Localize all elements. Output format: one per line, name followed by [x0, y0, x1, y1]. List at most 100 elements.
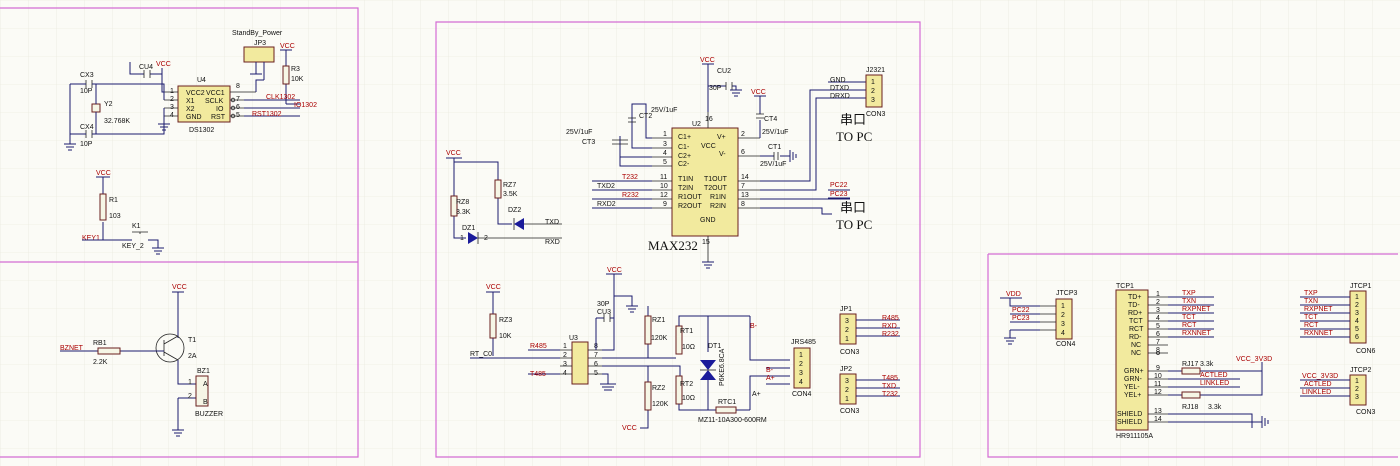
u2-num-14: 14 — [741, 174, 749, 181]
key1-net: KEY1 — [82, 235, 100, 242]
gnd-symbol-shield — [1252, 416, 1269, 428]
gnd-symbol-key — [152, 247, 164, 255]
jp1-pin3: 3 — [845, 318, 849, 325]
u4-pin-vcc2: VCC2 — [186, 90, 205, 97]
jtcp1-pin3: 3 — [1355, 310, 1359, 317]
rz7-resistor — [494, 179, 502, 199]
ct3-wires — [619, 136, 652, 167]
jp1-net-r232: R232 — [882, 331, 899, 338]
standby-power-label: StandBy_Power — [232, 30, 283, 37]
r485-net-u3: R485 — [530, 343, 547, 350]
u4-pin-sclk: SCLK — [205, 98, 224, 105]
vcc-label-u2: VCC — [700, 57, 715, 64]
u2-pin15: 15 — [702, 239, 710, 246]
bz1-value: BUZZER — [195, 411, 223, 418]
gnd-symbol-crystal — [64, 143, 76, 151]
jtcp2-pin1: 1 — [1355, 378, 1359, 385]
rj18-resistor — [1181, 391, 1201, 399]
tcp1-num-2: 2 — [1156, 299, 1160, 306]
u2-pin-t2out: T2OUT — [704, 185, 728, 192]
jp2-connector — [839, 373, 857, 405]
vcc-label-t1: VCC — [172, 284, 187, 291]
jtcp1-pin6: 6 — [1355, 334, 1359, 341]
ct4-capacitor — [756, 113, 764, 119]
tcp1-net-txp: TXP — [1182, 290, 1196, 297]
u4-ds1302-chip — [177, 85, 231, 123]
jtcp1-pin5: 5 — [1355, 326, 1359, 333]
u4-pin6-dot — [230, 105, 236, 111]
jp1-part: CON3 — [840, 349, 860, 356]
clk1302-net: CLK1302 — [266, 94, 295, 101]
u4-pin-io: IO — [216, 106, 224, 113]
jrs485-wires — [749, 330, 790, 396]
section-frame-ethernet — [987, 253, 1398, 458]
jtcp1-net-txp: TXP — [1304, 290, 1318, 297]
rt-tvs-wires — [678, 315, 751, 411]
jtcp2-part: CON3 — [1356, 409, 1376, 416]
jtcp3-pins — [1040, 305, 1056, 331]
jtcp2-pin3: 3 — [1355, 394, 1359, 401]
j2321-pin3: 3 — [871, 97, 875, 104]
tcp1-pin-nc1: NC — [1131, 342, 1141, 349]
vcc-label-rz2: VCC — [622, 425, 637, 432]
r3-designator: R3 — [291, 66, 300, 73]
u2-pin-t1out: T1OUT — [704, 176, 728, 183]
rz7-value: 3.5K — [503, 191, 518, 198]
u2-pin-t2in: T2IN — [678, 185, 693, 192]
ct3-capacitor — [612, 139, 628, 145]
dz1-led-icon — [468, 232, 478, 244]
r232-net-u2: R232 — [622, 192, 639, 199]
u4-pin-num-1: 1 — [170, 88, 174, 95]
tcp1-num-4: 4 — [1156, 315, 1160, 322]
rtc1-part: MZ11-10A300-600RM — [698, 417, 767, 424]
cu2-value: 30P — [709, 85, 722, 92]
jtcp1-wires — [1300, 296, 1350, 338]
t1-value: 2A — [188, 353, 197, 360]
tcp1-num-8: 8 — [1156, 347, 1160, 354]
tcp1-designator: TCP1 — [1116, 283, 1134, 290]
u4-pin7-dot — [230, 97, 236, 103]
jrs485-pin4: 4 — [799, 379, 803, 386]
jtcp1-net-rxnnet: RXNNET — [1304, 330, 1334, 337]
linkled-net: LINKLED — [1200, 380, 1229, 387]
bznet-net: BZNET — [60, 345, 84, 352]
u2-num-9: 9 — [663, 201, 667, 208]
tcp1-num-13: 13 — [1154, 408, 1162, 415]
jrs485-connector — [793, 347, 811, 389]
tcp1-pin-tct: TCT — [1129, 318, 1143, 325]
tcp1-net-rxnnet: RXNNET — [1182, 330, 1212, 337]
jp1-designator: JP1 — [840, 306, 852, 313]
u4-pin-num-2: 2 — [170, 96, 174, 103]
u2-pin-r1in: R1IN — [710, 194, 726, 201]
jp1-net-r485: R485 — [882, 315, 899, 322]
rj18-designator: RJ18 — [1182, 404, 1198, 411]
jp3-designator: JP3 — [254, 40, 266, 47]
u3-designator: U3 — [569, 335, 578, 342]
u4-pin-num-8: 8 — [236, 83, 240, 90]
jp2-pin3: 3 — [845, 378, 849, 385]
y2-crystal — [91, 103, 101, 113]
led-rxd-net: RXD — [545, 239, 560, 246]
pc-net-wires — [828, 189, 850, 199]
u4-pin-x2: X2 — [186, 106, 195, 113]
jtcp2-net-linkled: LINKLED — [1302, 389, 1331, 396]
u2-vcc-pin: VCC — [701, 143, 716, 150]
u2-pin-c2p: C2+ — [678, 153, 691, 160]
tcp1-net-wires — [1168, 296, 1214, 338]
tcp1-pin-rct: RCT — [1129, 326, 1144, 333]
bz1-buzzer — [195, 375, 209, 407]
jp2-part: CON3 — [840, 408, 860, 415]
rt1-value: 10Ω — [682, 344, 695, 351]
section-serial: U2 C1+ C1- C2+ C2- T1IN T2IN R1OUT R2OUT… — [435, 21, 921, 458]
u2-num-7: 7 — [741, 183, 745, 190]
r1-resistor — [99, 193, 107, 221]
u4-pin-num-4: 4 — [170, 112, 174, 119]
rz3-resistor — [489, 313, 497, 339]
tcp1-rj45-jack — [1115, 289, 1149, 431]
r1-designator: R1 — [109, 197, 118, 204]
ct4-wires — [754, 95, 766, 138]
cu2-designator: CU2 — [717, 68, 731, 75]
jtcp3-part: CON4 — [1056, 341, 1076, 348]
ct1-capacitor — [773, 152, 779, 160]
